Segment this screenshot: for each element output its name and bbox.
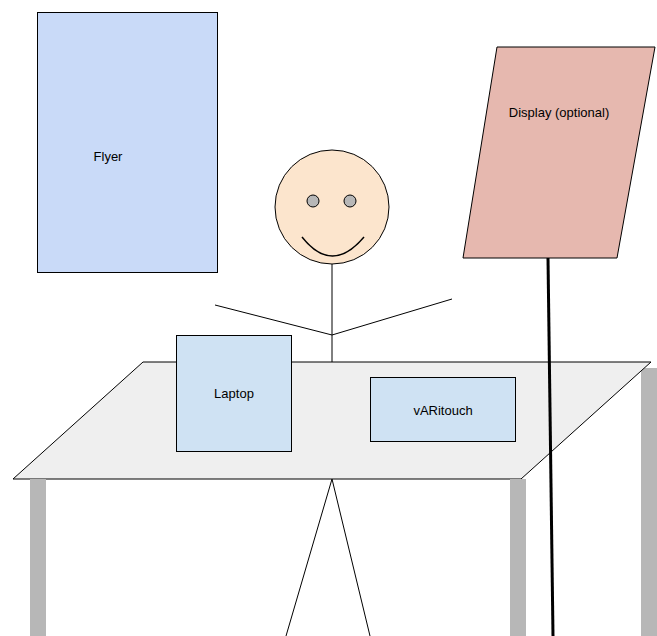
person-eye (307, 195, 319, 207)
device-box: vARitouch (370, 377, 516, 442)
display-shape (463, 47, 655, 258)
node-label: Laptop (214, 386, 254, 402)
node-label: Display (optional) (509, 105, 609, 121)
table-leg (30, 479, 46, 636)
node-label: vARitouch (413, 403, 472, 419)
person-body (332, 264, 333, 362)
display-outline (463, 47, 655, 258)
person-eye (344, 195, 356, 207)
table-leg (641, 368, 657, 636)
person-head (275, 150, 389, 264)
display-stand (548, 258, 553, 636)
person-arms (215, 299, 452, 335)
person-smile (302, 237, 364, 256)
person-legs (286, 479, 370, 636)
table-leg (510, 479, 526, 636)
laptop-box: Laptop (176, 335, 292, 452)
table-top (13, 362, 651, 479)
display-panel: Display (optional) (463, 47, 655, 258)
flyer-box: Flyer (37, 12, 218, 273)
node-label: Flyer (94, 149, 123, 165)
